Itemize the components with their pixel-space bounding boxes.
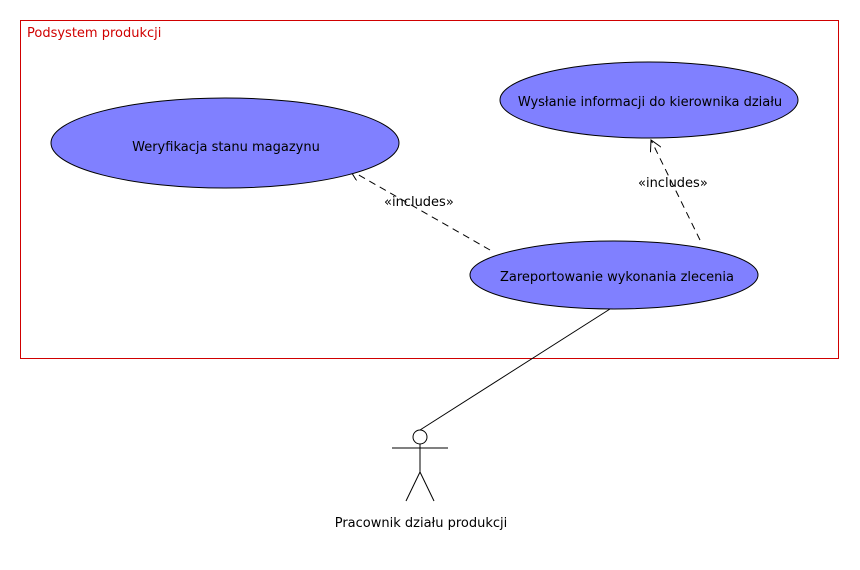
system-boundary-label: Podsystem produkcji — [27, 26, 161, 41]
actor-association — [419, 308, 611, 431]
actor-left-leg — [405, 471, 421, 502]
use-case-send-info-label: Wysłanie informacji do kierownika działu — [518, 95, 782, 110]
use-case-report-label: Zareportowanie wykonania zlecenia — [500, 270, 734, 285]
include-label-send-info: «includes» — [638, 176, 708, 191]
use-case-report-shape — [469, 240, 759, 310]
system-boundary — [20, 20, 839, 359]
actor-label: Pracownik działu produkcji — [335, 516, 508, 531]
use-case-report[interactable]: Zareportowanie wykonania zlecenia — [469, 240, 759, 310]
include-label-verify: «includes» — [384, 195, 454, 210]
actor-head — [412, 429, 428, 445]
actor-right-leg — [419, 471, 435, 502]
include-edge-verify — [350, 170, 491, 251]
include-edge-send-info — [651, 140, 701, 241]
use-case-send-info[interactable]: Wysłanie informacji do kierownika działu — [499, 61, 799, 139]
use-case-verify-shape — [50, 97, 400, 189]
use-case-verify[interactable]: Weryfikacja stanu magazynu — [50, 97, 400, 189]
use-case-verify-label: Weryfikacja stanu magazynu — [132, 140, 320, 155]
use-case-send-info-shape — [499, 61, 799, 139]
actor-pracownik[interactable] — [392, 429, 448, 502]
